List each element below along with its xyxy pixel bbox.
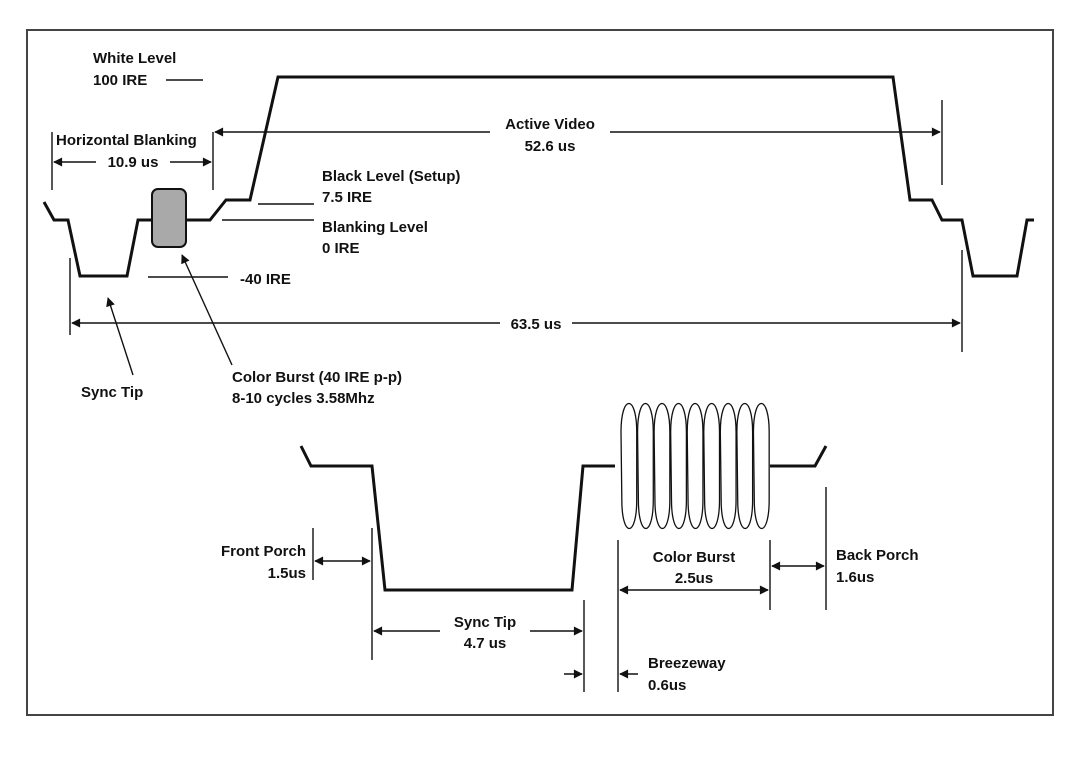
color-burst-top-label: Color Burst (40 IRE p-p) — [232, 369, 402, 386]
back-porch-label: Back Porch — [836, 547, 919, 564]
bottom-back-porch-line — [770, 445, 828, 468]
color-burst-pointer — [181, 254, 233, 366]
sync-level-label: -40 IRE — [240, 271, 291, 288]
blanking-level-label: Blanking Level — [322, 219, 428, 236]
color-burst-time-label: 2.5us — [675, 570, 713, 587]
active-video-time-label: 52.6 us — [525, 138, 576, 155]
color-burst-box — [151, 188, 187, 248]
sync-tip-pointer — [106, 297, 134, 376]
top-video-waveform — [42, 75, 1034, 278]
blanking-level-ire-label: 0 IRE — [322, 240, 360, 257]
front-porch-label: Front Porch — [221, 543, 306, 560]
color-burst-cycle — [670, 402, 688, 530]
active-video-label: Active Video — [505, 116, 595, 133]
line-period-label: 63.5 us — [511, 316, 562, 333]
breezeway-label: Breezeway — [648, 655, 726, 672]
horizontal-blanking-label: Horizontal Blanking — [56, 132, 197, 149]
bottom-sync-waveform — [299, 445, 615, 592]
back-porch-time-label: 1.6us — [836, 569, 874, 586]
diagram-frame — [26, 29, 1054, 716]
color-burst-cycle — [653, 402, 671, 530]
color-burst-cycle — [620, 402, 638, 530]
front-porch-time-label: 1.5us — [268, 565, 306, 582]
breezeway-time-label: 0.6us — [648, 677, 686, 694]
color-burst-cycle — [703, 402, 721, 530]
horizontal-blanking-time-label: 10.9 us — [108, 154, 159, 171]
white-level-label: White Level — [93, 50, 176, 67]
sync-tip-bottom-label: Sync Tip — [454, 614, 516, 631]
white-level-ire-label: 100 IRE — [93, 72, 147, 89]
sync-tip-top-label: Sync Tip — [81, 384, 143, 401]
black-level-label: Black Level (Setup) — [322, 168, 460, 185]
color-burst-cycles-label: 8-10 cycles 3.58Mhz — [232, 390, 375, 407]
color-burst-cycle — [636, 402, 654, 530]
color-burst-cycle — [686, 402, 704, 530]
color-burst-cycle — [752, 402, 770, 530]
color-burst-cycle — [736, 402, 754, 530]
color-burst-bottom-label: Color Burst — [653, 549, 736, 566]
color-burst-cycle — [719, 402, 737, 530]
sync-tip-time-label: 4.7 us — [464, 635, 507, 652]
color-burst-coil — [620, 402, 770, 530]
black-level-ire-label: 7.5 IRE — [322, 189, 372, 206]
